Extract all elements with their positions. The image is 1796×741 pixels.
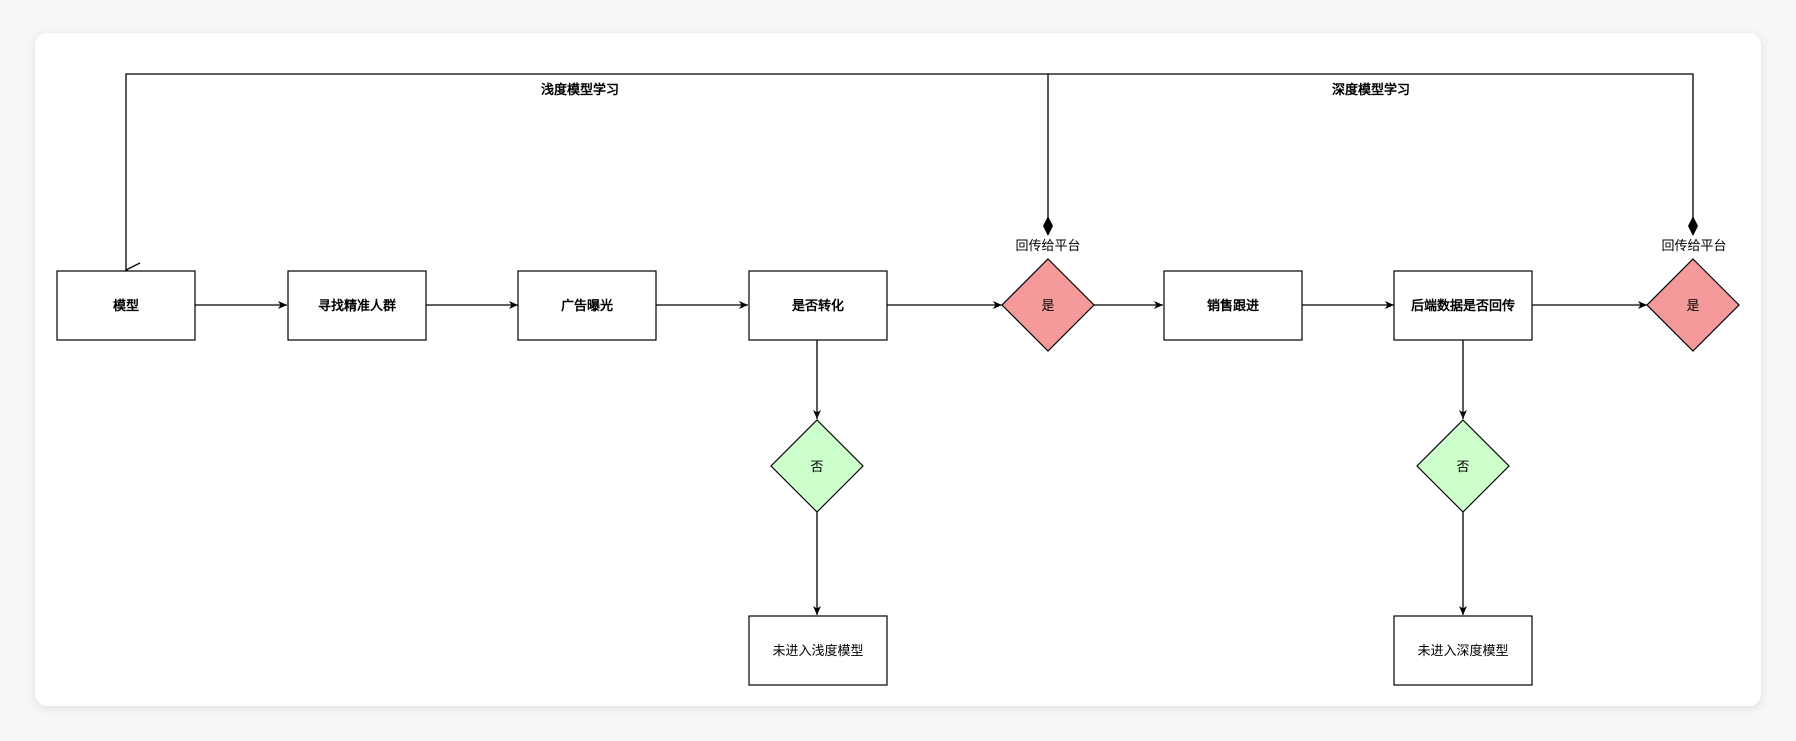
decision-no-1-label: 否 xyxy=(810,460,823,475)
shallow-loop-line xyxy=(126,73,1049,270)
node-sales-follow-label: 销售跟进 xyxy=(1207,298,1259,314)
diamond-marker-1 xyxy=(1043,216,1053,236)
decision-no-2-label: 否 xyxy=(1456,460,1469,475)
deep-loop-line xyxy=(1048,73,1694,226)
node-find-crowd: 寻找精准人群 xyxy=(287,270,427,341)
node-converted: 是否转化 xyxy=(748,270,888,341)
diagram-canvas xyxy=(35,33,1761,706)
deep-learning-label: 深度模型学习 xyxy=(1332,82,1410,98)
node-not-deep-label: 未进入深度模型 xyxy=(1417,643,1508,659)
node-backend-return: 后端数据是否回传 xyxy=(1393,270,1533,341)
shallow-learning-label: 浅度模型学习 xyxy=(541,82,619,98)
diamond-marker-2 xyxy=(1688,216,1698,236)
node-ad-exposure-label: 广告曝光 xyxy=(561,298,613,314)
node-not-shallow-label: 未进入浅度模型 xyxy=(772,643,863,659)
decision-yes-1-label: 是 xyxy=(1041,299,1054,314)
node-find-crowd-label: 寻找精准人群 xyxy=(318,298,396,314)
decision-no-2: 否 xyxy=(1416,419,1510,513)
decision-yes-2-label: 是 xyxy=(1686,299,1699,314)
decision-no-1: 否 xyxy=(770,419,864,513)
return-platform-label-1: 回传给平台 xyxy=(1015,239,1080,254)
node-model: 模型 xyxy=(56,270,196,341)
node-backend-return-label: 后端数据是否回传 xyxy=(1411,298,1515,314)
decision-yes-1: 是 xyxy=(1001,258,1095,352)
node-sales-follow: 销售跟进 xyxy=(1163,270,1303,341)
node-model-label: 模型 xyxy=(113,298,139,314)
return-platform-label-2: 回传给平台 xyxy=(1661,239,1726,254)
node-not-deep: 未进入深度模型 xyxy=(1393,615,1533,686)
decision-yes-2: 是 xyxy=(1646,258,1740,352)
node-ad-exposure: 广告曝光 xyxy=(517,270,657,341)
node-not-shallow: 未进入浅度模型 xyxy=(748,615,888,686)
node-converted-label: 是否转化 xyxy=(791,298,844,314)
